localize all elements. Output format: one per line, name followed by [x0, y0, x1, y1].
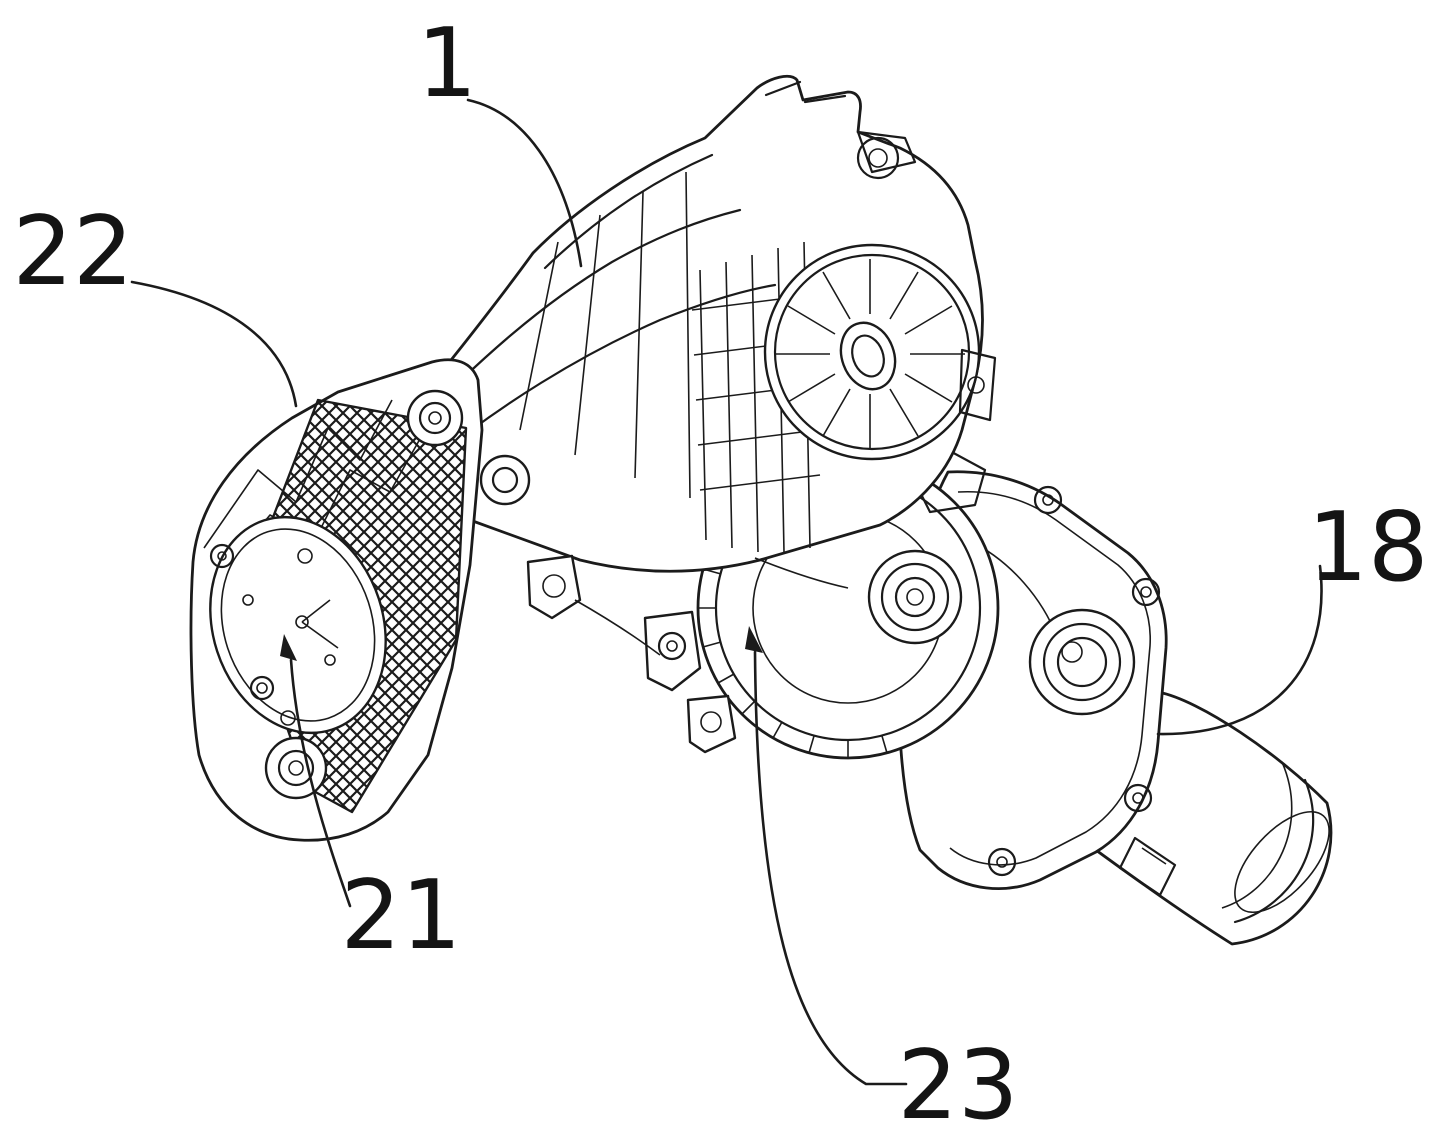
cover-plate: [209, 515, 387, 735]
ribbed-flange-wheel: [763, 243, 981, 461]
transmission-case: [396, 74, 997, 589]
leader-21-arrowhead: [280, 634, 297, 661]
bottom-boss: [264, 736, 328, 800]
motor-terminal: [1118, 836, 1177, 897]
ref-label-18: 18: [1308, 493, 1429, 603]
mounting-bracket: [189, 358, 484, 842]
output-boss: [1028, 608, 1136, 716]
case-ribs: [519, 171, 691, 499]
leader-23-arrowhead: [745, 626, 763, 653]
case-bosses: [406, 389, 531, 506]
leader-18: [1156, 564, 1323, 736]
lattice-panel: [691, 241, 821, 553]
leader-lines: [130, 98, 1323, 1086]
lower-lugs: [526, 554, 737, 754]
ref-label-22: 22: [13, 197, 134, 307]
spokes: [775, 259, 965, 449]
ref-label-23: 23: [898, 1031, 1019, 1131]
bolt-ears: [939, 485, 1161, 877]
reference-numerals: 1 22 21 23 18: [13, 9, 1429, 1131]
leader-21: [289, 658, 352, 908]
leader-22: [130, 280, 298, 408]
leader-1: [466, 98, 583, 268]
leader-23: [753, 650, 908, 1086]
ref-label-21: 21: [341, 861, 462, 971]
top-bracket: [764, 80, 917, 180]
ref-label-1: 1: [417, 9, 477, 119]
shaft-end: [867, 549, 963, 645]
side-tab: [958, 348, 997, 422]
